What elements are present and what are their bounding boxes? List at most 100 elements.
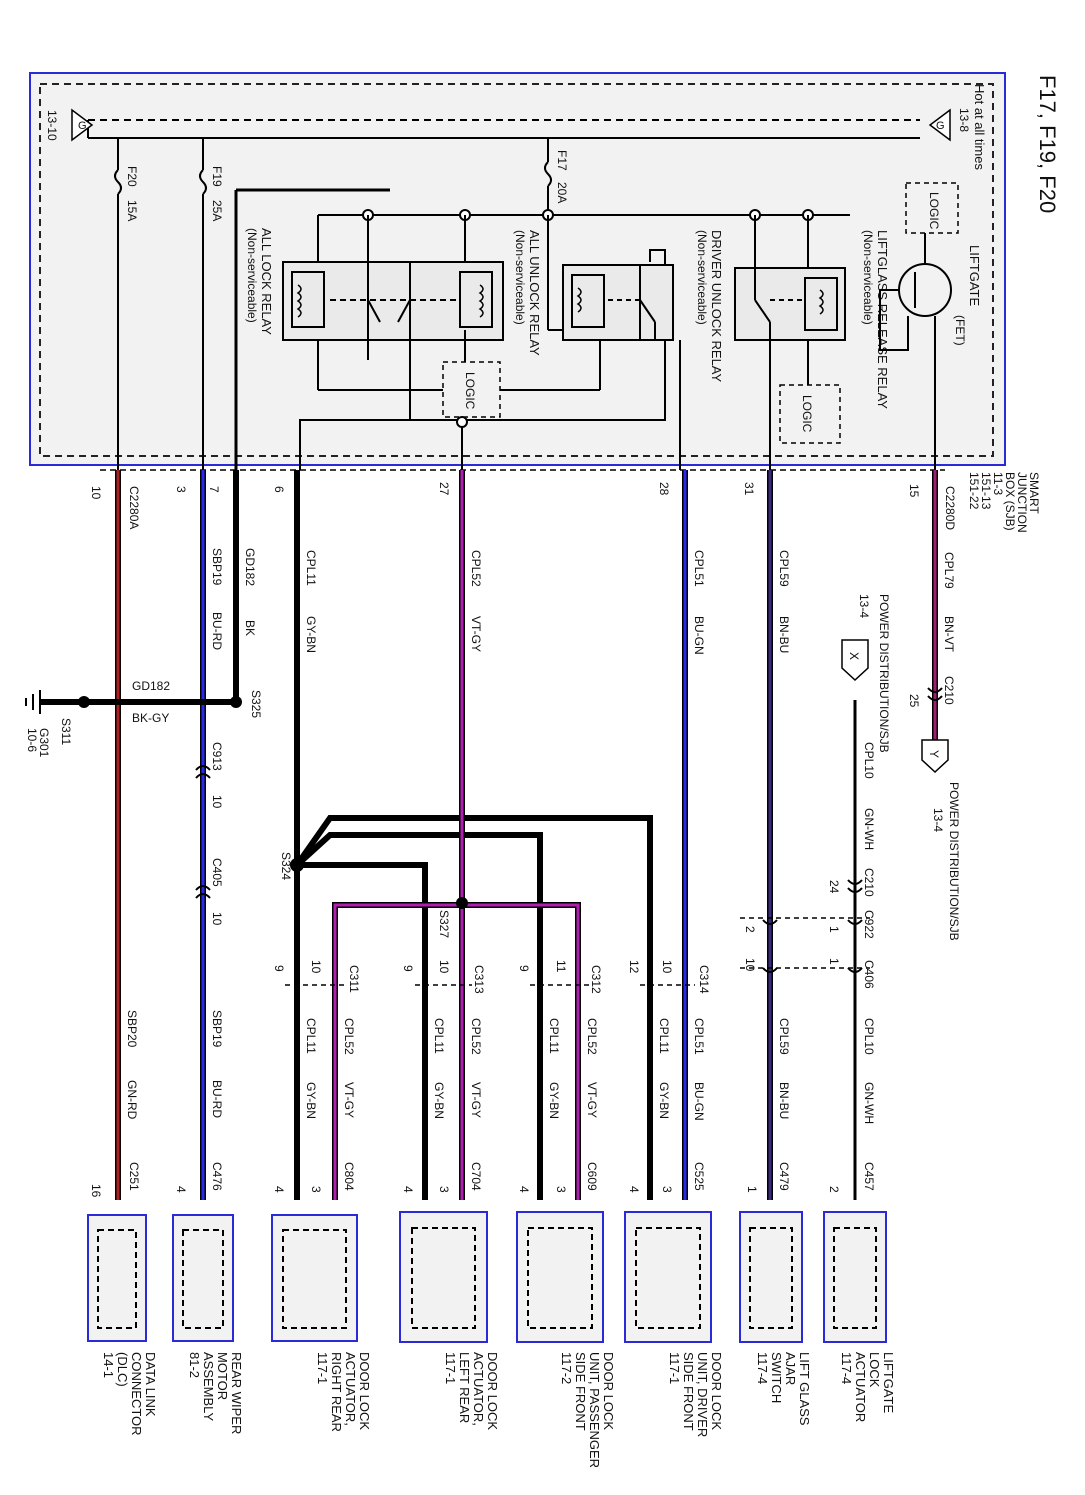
svg-text:28: 28 <box>657 482 671 496</box>
liftgate-fet-label: LIFTGATE <box>967 245 982 306</box>
driver-unlock-relay-label: DRIVER UNLOCK RELAY <box>709 230 724 383</box>
splice-s327-dot <box>456 897 468 909</box>
hot-ref: 13-8 <box>957 108 971 132</box>
ground-ref: 10-6 <box>25 728 39 752</box>
svg-text:CPL52: CPL52 <box>469 1018 483 1055</box>
svg-text:4: 4 <box>174 1186 188 1193</box>
svg-text:3: 3 <box>554 1186 568 1193</box>
svg-text:12: 12 <box>627 960 641 974</box>
component-lr <box>399 1211 488 1343</box>
svg-text:UNIT, PASSENGER: UNIT, PASSENGER <box>587 1352 602 1468</box>
wire-sbp19: SBP19 BU-RD SBP19 BU-RD <box>200 470 224 1200</box>
svg-text:C913: C913 <box>210 742 224 771</box>
svg-text:1: 1 <box>827 958 841 965</box>
svg-text:GD182: GD182 <box>132 679 170 693</box>
svg-text:RIGHT REAR: RIGHT REAR <box>329 1352 344 1432</box>
fuse-f19: F19 25A <box>199 138 224 470</box>
svg-text:15: 15 <box>907 484 921 498</box>
svg-text:F19: F19 <box>210 166 224 187</box>
svg-text:ACTUATOR: ACTUATOR <box>853 1352 868 1422</box>
svg-text:151-22: 151-22 <box>967 472 981 510</box>
svg-text:CPL59: CPL59 <box>777 550 791 587</box>
svg-text:9: 9 <box>401 965 415 972</box>
svg-text:CPL11: CPL11 <box>657 1018 671 1054</box>
svg-text:G: G <box>936 120 945 132</box>
svg-text:C313: C313 <box>472 965 486 994</box>
svg-text:C704: C704 <box>469 1162 483 1191</box>
svg-text:2: 2 <box>743 926 757 933</box>
svg-text:SBP19: SBP19 <box>210 548 224 586</box>
svg-text:117-1: 117-1 <box>667 1352 682 1384</box>
all-lock-relay <box>282 261 504 420</box>
svg-text:GN-RD: GN-RD <box>125 1080 139 1120</box>
svg-text:F20: F20 <box>125 166 139 187</box>
svg-text:LOGIC: LOGIC <box>800 395 814 433</box>
component-df <box>624 1211 712 1343</box>
conn-c405-marker: C405 10 <box>195 858 224 926</box>
svg-text:BOX (SJB): BOX (SJB) <box>1003 472 1017 531</box>
svg-text:SIDE FRONT: SIDE FRONT <box>681 1352 696 1431</box>
svg-text:GY-BN: GY-BN <box>304 616 318 653</box>
svg-text:4: 4 <box>517 1186 531 1193</box>
wire-sbp20: SBP20 GN-RD <box>115 470 139 1200</box>
svg-text:BK-GY: BK-GY <box>132 711 169 725</box>
svg-text:117-2: 117-2 <box>559 1352 574 1384</box>
svg-text:4: 4 <box>401 1186 415 1193</box>
logic-box-lock: LOGIC <box>318 330 601 470</box>
wire-cpl10: X POWER DISTRIBUTION/SJB 13-4 CPL10 GN-W… <box>827 594 891 1200</box>
svg-text:MOTOR: MOTOR <box>215 1352 230 1400</box>
svg-text:4: 4 <box>627 1186 641 1193</box>
svg-text:CPL10: CPL10 <box>862 1018 876 1055</box>
svg-text:BN-VT: BN-VT <box>942 616 956 653</box>
hot-note: Hot at all times <box>972 84 987 170</box>
svg-text:14-1: 14-1 <box>101 1352 116 1378</box>
svg-text:117-4: 117-4 <box>755 1352 770 1384</box>
component-rr <box>271 1214 358 1342</box>
splice-s311: S311 <box>59 718 73 745</box>
svg-text:(FET): (FET) <box>953 315 967 346</box>
svg-text:X: X <box>847 652 861 660</box>
svg-text:10: 10 <box>309 960 323 974</box>
ground-ref-left: G <box>71 108 94 142</box>
svg-text:VT-GY: VT-GY <box>585 1082 599 1118</box>
svg-text:25A: 25A <box>210 200 224 221</box>
svg-text:JUNCTION: JUNCTION <box>1015 472 1029 533</box>
svg-text:C476: C476 <box>210 1162 224 1191</box>
fuse-f20: F20 15A <box>114 138 139 470</box>
svg-text:GY-BN: GY-BN <box>657 1082 671 1119</box>
svg-text:SWITCH: SWITCH <box>769 1352 784 1403</box>
component-pf <box>516 1211 604 1343</box>
splice-s324: S324 <box>279 852 293 880</box>
svg-text:BU-GN: BU-GN <box>692 616 706 655</box>
svg-text:117-1: 117-1 <box>315 1352 330 1384</box>
component-wiper <box>172 1214 234 1342</box>
svg-text:10: 10 <box>743 958 757 972</box>
all-lock-relay-label: ALL LOCK RELAY <box>259 228 274 335</box>
svg-text:CPL11: CPL11 <box>547 1018 561 1054</box>
svg-text:(Non-serviceable): (Non-serviceable) <box>513 230 527 325</box>
svg-text:3: 3 <box>660 1186 674 1193</box>
component-ajar <box>739 1211 803 1343</box>
svg-text:DOOR LOCK: DOOR LOCK <box>601 1352 616 1430</box>
svg-text:C922: C922 <box>862 910 876 939</box>
svg-text:10: 10 <box>210 912 224 926</box>
svg-text:BU-RD: BU-RD <box>210 1080 224 1118</box>
svg-text:6: 6 <box>272 486 286 493</box>
svg-text:CPL11: CPL11 <box>304 1018 318 1054</box>
svg-text:LIFTGATE: LIFTGATE <box>881 1352 896 1413</box>
svg-text:117-1: 117-1 <box>443 1352 458 1384</box>
fuse-f17: F17 20A <box>544 138 569 215</box>
svg-text:C312: C312 <box>589 965 603 994</box>
svg-text:LOCK: LOCK <box>867 1352 882 1388</box>
svg-text:POWER DISTRIBUTION/SJB: POWER DISTRIBUTION/SJB <box>877 594 891 753</box>
svg-text:C457: C457 <box>862 1162 876 1191</box>
svg-text:25: 25 <box>907 694 921 708</box>
gnd-ref: 13-10 <box>45 110 59 141</box>
component-liftgate <box>823 1211 887 1343</box>
svg-text:GN-WH: GN-WH <box>862 808 876 850</box>
svg-text:POWER DISTRIBUTION/SJB: POWER DISTRIBUTION/SJB <box>947 782 961 941</box>
liftglass-relay-label: LIFTGLASS RELEASE RELAY <box>875 230 890 409</box>
svg-text:LIFT GLASS: LIFT GLASS <box>797 1352 812 1426</box>
svg-text:VT-GY: VT-GY <box>469 616 483 652</box>
ground-icon <box>25 690 41 714</box>
